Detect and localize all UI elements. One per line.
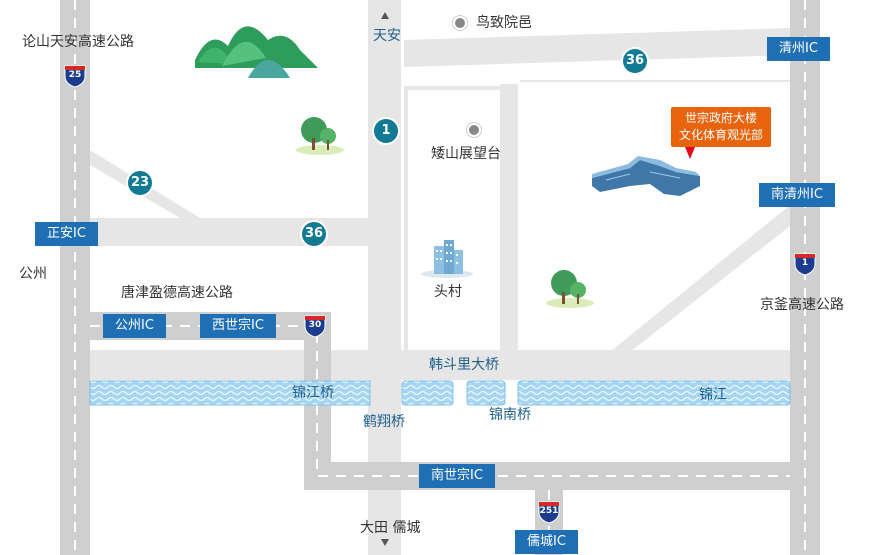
ic-yuseong[interactable]: 儒城IC [515,530,578,554]
north-arrow-icon [381,12,389,19]
mountain-icon [195,26,318,78]
callout-line-2: 文化体育观光部 [679,128,764,142]
label-daejeon-yuseong: 大田 儒城 [360,520,421,536]
route-1: 1 [372,117,400,145]
expressway-251-shield: 251 [538,500,560,524]
label-nonsan-cheonan-expressway: 论山天安高速公路 [22,34,134,50]
tree-icon [546,270,594,308]
building-icon [421,240,473,278]
route-23: 23 [126,169,154,197]
label-chochiwon: 鸟致院邑 [476,15,532,31]
ic-gongju[interactable]: 公州IC [103,314,166,338]
expressway-30-number: 30 [308,320,322,330]
route-36-south: 36 [300,220,328,248]
label-geumnam-bridge: 锦南桥 [489,407,531,423]
label-hakseong-bridge: 鹤翔桥 [363,414,405,430]
label-dangjin-yeongdeok-expressway: 唐津盈德高速公路 [121,285,233,301]
south-arrow-icon [381,539,389,546]
ic-seosejong[interactable]: 西世宗IC [200,314,276,338]
location-dot-icon [455,18,465,28]
callout-line-1: 世宗政府大楼 [685,111,758,125]
expressway-251-number: 251 [539,506,559,516]
tree-icon [296,117,344,155]
location-dot-icon [469,125,479,135]
label-gyeongbu-expressway: 京釜高速公路 [760,297,844,313]
label-handuri-bridge: 韩斗里大桥 [429,357,499,373]
ic-nam-cheongju[interactable]: 南清州IC [759,183,835,207]
expressway-25-number: 25 [68,70,82,80]
label-gongju: 公州 [19,266,47,282]
expressway-30-shield: 30 [304,314,326,338]
ministry-building-icon [592,156,700,196]
label-geumgang-bridge: 锦江桥 [292,385,334,401]
geum-river [89,380,791,406]
label-cheonan: 天安 [373,28,401,44]
label-dwarf-mountain-observatory: 矮山展望台 [431,146,501,162]
route-36-north: 36 [621,47,649,75]
expressway-25-shield: 25 [64,64,86,88]
label-dusheon: 头村 [434,284,462,300]
ic-jeongan[interactable]: 正安IC [35,222,98,246]
expressway-1-shield: 1 [794,252,816,276]
ic-namsejong[interactable]: 南世宗IC [419,464,495,488]
label-geum-river: 锦江 [699,387,727,403]
government-complex-callout[interactable]: 世宗政府大楼 文化体育观光部 [671,107,772,159]
ic-cheongju[interactable]: 清州IC [767,37,830,61]
expressway-1-number: 1 [801,258,809,268]
